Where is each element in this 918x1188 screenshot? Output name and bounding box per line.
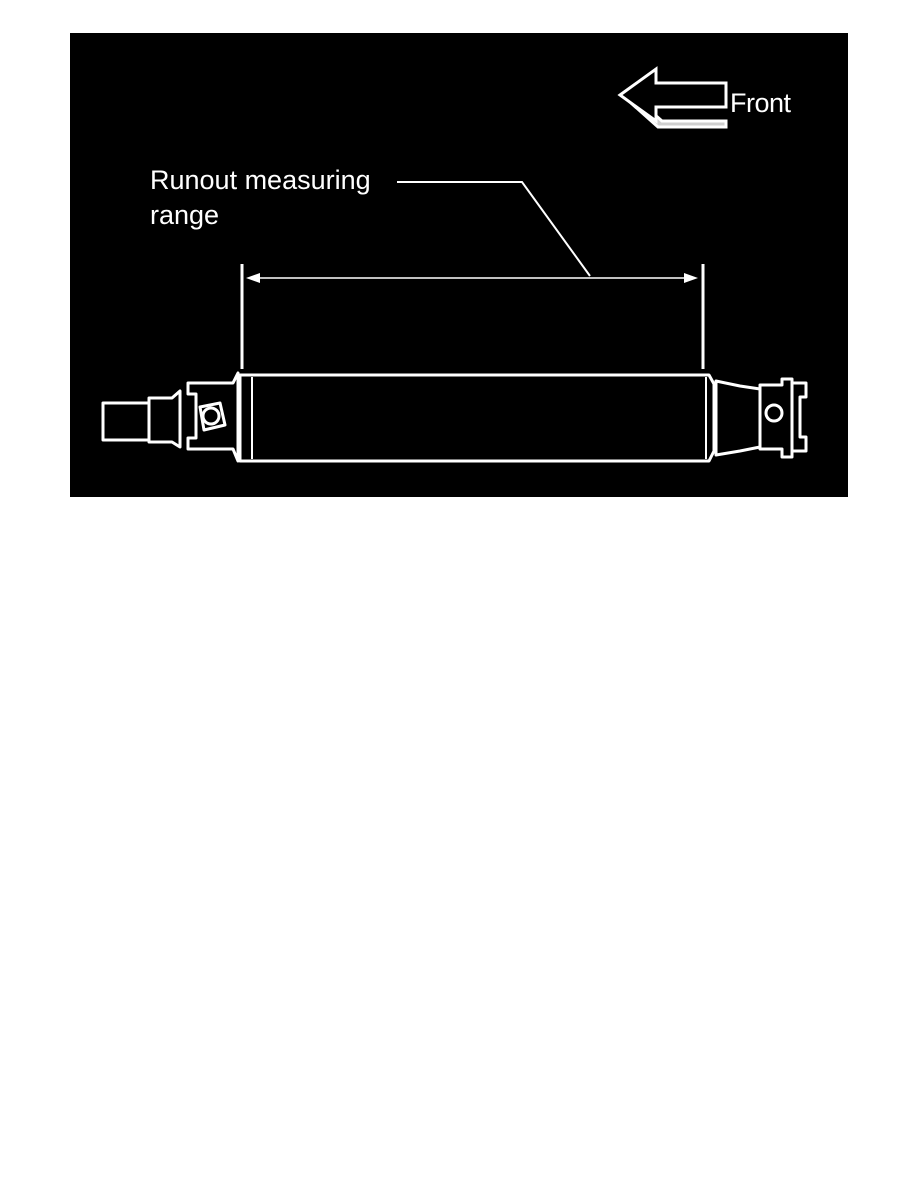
diagram-drawing: [101, 66, 808, 463]
front-joint-spider: [201, 406, 221, 426]
front-sleeve-yoke: [147, 389, 182, 449]
front-stub-shaft: [101, 401, 151, 442]
rear-companion-flange: [792, 381, 808, 453]
propeller-shaft: [101, 371, 808, 463]
propeller-shaft-diagram: Front Runout measuring range: [70, 33, 848, 497]
front-arrow-icon: [617, 66, 728, 129]
rear-joint-housing: [714, 379, 762, 457]
front-joint-outline: [198, 401, 227, 432]
main-shaft-tube: [238, 373, 716, 463]
front-joint-housing: [186, 371, 240, 463]
range-arrowhead-right: [684, 273, 698, 283]
measuring-range-dimension: [240, 264, 705, 369]
front-arrow-face: [617, 66, 728, 124]
rear-joint-spider: [764, 403, 784, 423]
callout-leader-line: [397, 181, 591, 277]
callout-label-runout-range-line2: range: [150, 200, 220, 230]
callout-label-runout-range-line1: Runout measuring: [150, 165, 371, 195]
range-arrowhead-left: [246, 273, 260, 283]
direction-label-front: Front: [730, 88, 791, 118]
rear-yoke: [758, 377, 794, 459]
